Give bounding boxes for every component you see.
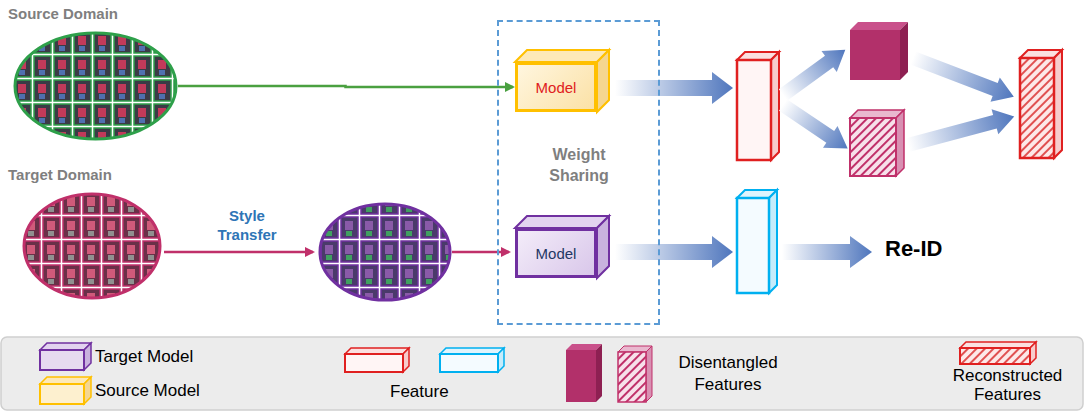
block-arrow xyxy=(905,104,1018,158)
disentangled-feature xyxy=(850,30,900,80)
input-arrow xyxy=(452,251,509,254)
legend-icon xyxy=(40,384,84,404)
block-arrow xyxy=(908,46,1018,109)
legend-icon xyxy=(596,344,602,402)
model-face xyxy=(515,50,609,62)
legend-text: Target Model xyxy=(95,347,193,367)
legend-text: Source Model xyxy=(95,381,200,401)
disentangled-feature xyxy=(850,110,904,118)
feature-bar xyxy=(737,60,771,160)
block-arrow xyxy=(908,46,1018,109)
legend-icon xyxy=(345,354,403,372)
block-arrow xyxy=(615,236,733,268)
reconstructed-feature xyxy=(1020,58,1054,158)
image-set: Target Domain xyxy=(22,192,162,300)
legend-icon xyxy=(618,352,646,402)
ellipse-outline xyxy=(15,33,176,139)
ellipse-outline xyxy=(22,192,162,300)
model-label: Model xyxy=(536,245,577,262)
legend-icon xyxy=(84,377,91,404)
process-label: Style Transfer xyxy=(203,206,291,244)
block-arrow xyxy=(615,72,733,104)
legend-icon xyxy=(40,350,84,370)
input-arrow xyxy=(178,86,513,87)
legend-icon xyxy=(566,344,602,350)
legend-icon xyxy=(84,343,91,370)
legend-text: Disentangled Features xyxy=(668,352,788,396)
domain-heading: Source Domain xyxy=(8,5,118,22)
legend-band xyxy=(1,337,1083,410)
block-arrow xyxy=(775,39,853,105)
block-arrow xyxy=(775,39,853,105)
disentangled-feature xyxy=(896,110,904,176)
legend-icon xyxy=(440,354,498,372)
transferred-images xyxy=(320,204,450,300)
group-title: Weight Sharing xyxy=(533,144,625,186)
disentangled-feature xyxy=(850,22,908,30)
output-label: Re-ID xyxy=(885,236,942,262)
block-arrow xyxy=(776,94,855,159)
transfer-arrow xyxy=(164,251,313,254)
shared-group: Weight SharingModelModel xyxy=(497,20,660,325)
disentangled-feature xyxy=(900,22,908,80)
legend-icon xyxy=(960,348,1030,364)
feature-bar xyxy=(737,198,769,293)
legend-text: Feature xyxy=(390,382,449,402)
disentangled-feature xyxy=(850,118,896,176)
domain-heading: Target Domain xyxy=(8,166,112,183)
legend-icon xyxy=(40,377,91,384)
legend-icon xyxy=(566,350,596,402)
model-face xyxy=(515,216,609,228)
block-arrow xyxy=(905,104,1018,158)
block-arrow xyxy=(782,236,872,268)
block-arrow xyxy=(776,94,855,159)
legend-icon xyxy=(40,343,91,350)
ellipse-outline xyxy=(13,31,178,141)
image-set: Source Domain xyxy=(13,31,178,141)
model-box: Model xyxy=(515,62,597,112)
model-box: Model xyxy=(515,228,597,278)
model-label: Model xyxy=(536,79,577,96)
model-face xyxy=(597,216,609,278)
legend-icon xyxy=(646,346,652,402)
legend-text: Reconstructed Features xyxy=(935,366,1080,404)
ellipse-outline xyxy=(24,194,160,298)
model-face xyxy=(597,50,609,112)
